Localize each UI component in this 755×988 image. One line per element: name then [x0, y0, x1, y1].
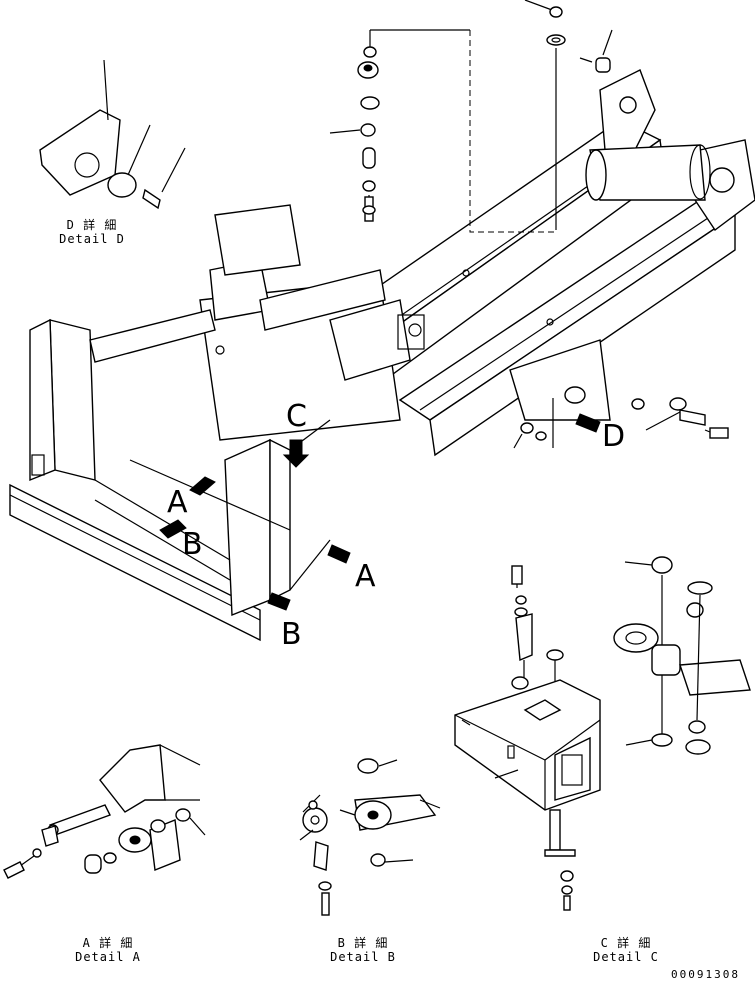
- view-marker-b-left: B: [182, 527, 203, 562]
- top-right-washers: [524, 0, 613, 230]
- detail-a-en-label: Detail A: [75, 950, 141, 964]
- detail-a-drawing: [3, 744, 206, 879]
- view-marker-c: C: [286, 399, 307, 434]
- detail-a-jp-label: A 詳 細: [82, 936, 134, 950]
- detail-b-en-label: Detail B: [330, 950, 396, 964]
- view-arrows: [159, 413, 601, 611]
- main-frame: [9, 30, 755, 642]
- detail-d-en-label: Detail D: [59, 232, 125, 246]
- detail-d-callout-parts: [513, 397, 729, 449]
- detail-d-drawing: [39, 59, 186, 210]
- detail-c-caption: C 詳 細 Detail C: [581, 936, 671, 964]
- view-marker-a-right: A: [355, 559, 376, 594]
- view-marker-b-right: B: [281, 617, 302, 652]
- detail-c-drawing: [454, 556, 751, 911]
- detail-b-drawing: [299, 758, 441, 916]
- view-marker-d: D: [602, 419, 626, 454]
- detail-c-jp-label: C 詳 細: [600, 936, 652, 950]
- detail-b-jp-label: B 詳 細: [337, 936, 389, 950]
- detail-b-caption: B 詳 細 Detail B: [318, 936, 408, 964]
- figure-code: 00091308: [671, 968, 740, 981]
- view-marker-a-left: A: [167, 485, 188, 520]
- detail-d-caption: D 詳 細 Detail D: [47, 218, 137, 246]
- detail-d-jp-label: D 詳 細: [66, 218, 118, 232]
- top-bolt-stack: [329, 29, 470, 222]
- detail-c-en-label: Detail C: [593, 950, 659, 964]
- detail-a-caption: A 詳 細 Detail A: [63, 936, 153, 964]
